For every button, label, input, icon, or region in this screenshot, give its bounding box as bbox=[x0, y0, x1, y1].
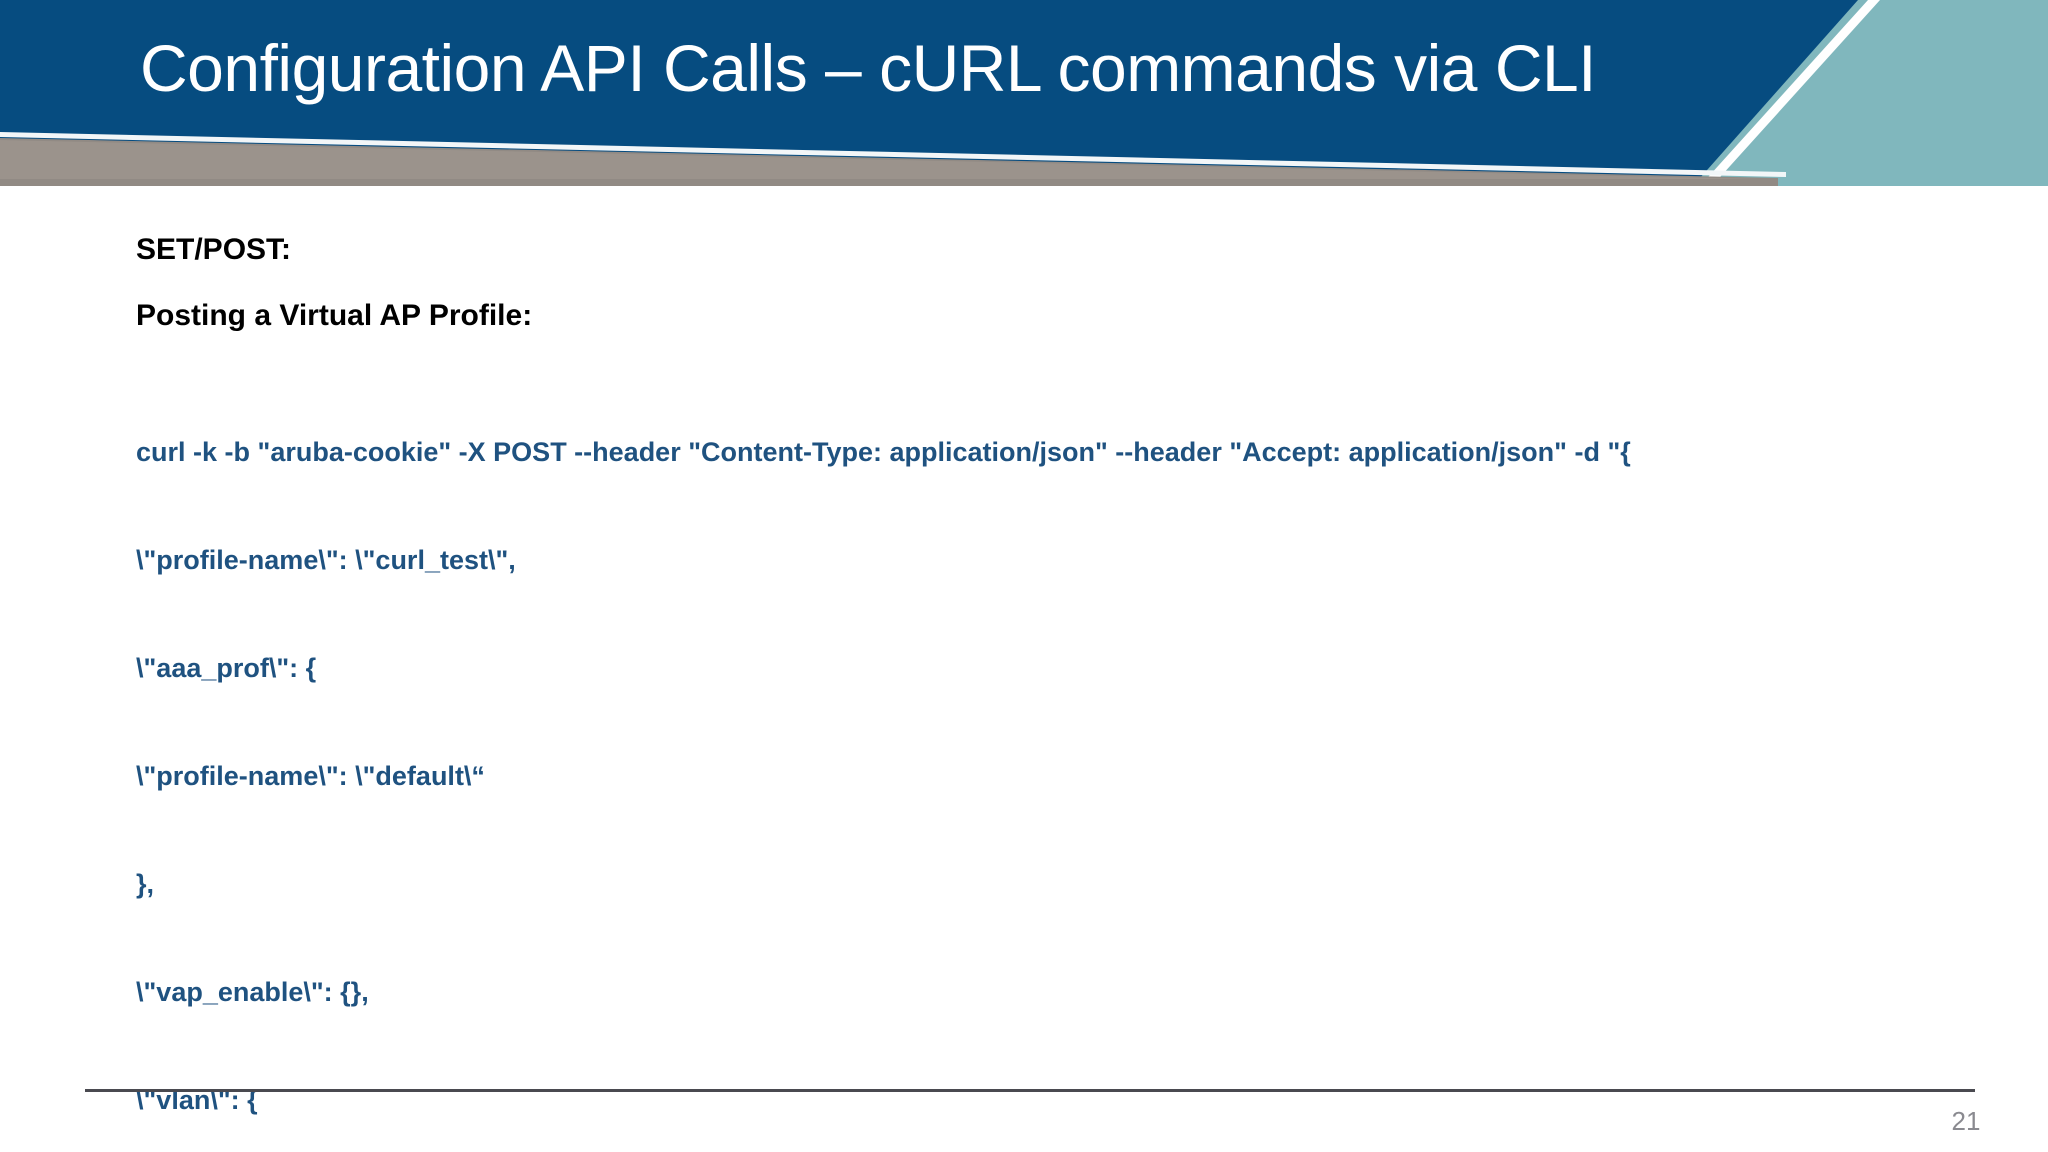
page-title: Configuration API Calls – cURL commands … bbox=[140, 31, 1597, 105]
code-line: \"profile-name\": \"default\“ bbox=[136, 761, 485, 791]
section-label-set-post: SET/POST: bbox=[136, 233, 292, 266]
white-diagonal-sliver bbox=[1700, 0, 1880, 186]
teal-accent-shape-lower bbox=[1640, 0, 2048, 186]
code-line: \"aaa_prof\": { bbox=[136, 653, 317, 683]
white-highlight-line bbox=[0, 132, 1786, 177]
footer-divider bbox=[85, 1089, 1975, 1092]
curl-command-block: curl -k -b "aruba-cookie" -X POST --head… bbox=[136, 362, 1976, 1152]
code-line: }, bbox=[136, 869, 155, 899]
blue-banner-shape bbox=[0, 0, 1858, 178]
gray-accent-triangle-shade bbox=[0, 140, 1760, 179]
teal-accent-shape bbox=[1700, 0, 2048, 180]
header-banner: Configuration API Calls – cURL commands … bbox=[0, 0, 2048, 200]
code-line: \"profile-name\": \"curl_test\", bbox=[136, 545, 516, 575]
header-shapes-svg bbox=[0, 0, 2048, 186]
page-number: 21 bbox=[1951, 1106, 1981, 1136]
code-line: \"vap_enable\": {}, bbox=[136, 977, 369, 1007]
code-line: curl -k -b "aruba-cookie" -X POST --head… bbox=[136, 437, 1631, 467]
section-label-posting-vap-profile: Posting a Virtual AP Profile: bbox=[136, 299, 533, 332]
code-line: \"vlan\": { bbox=[136, 1085, 258, 1115]
gray-accent-triangle bbox=[0, 138, 1778, 186]
slide-body: SET/POST: Posting a Virtual AP Profile: … bbox=[136, 232, 1976, 1152]
